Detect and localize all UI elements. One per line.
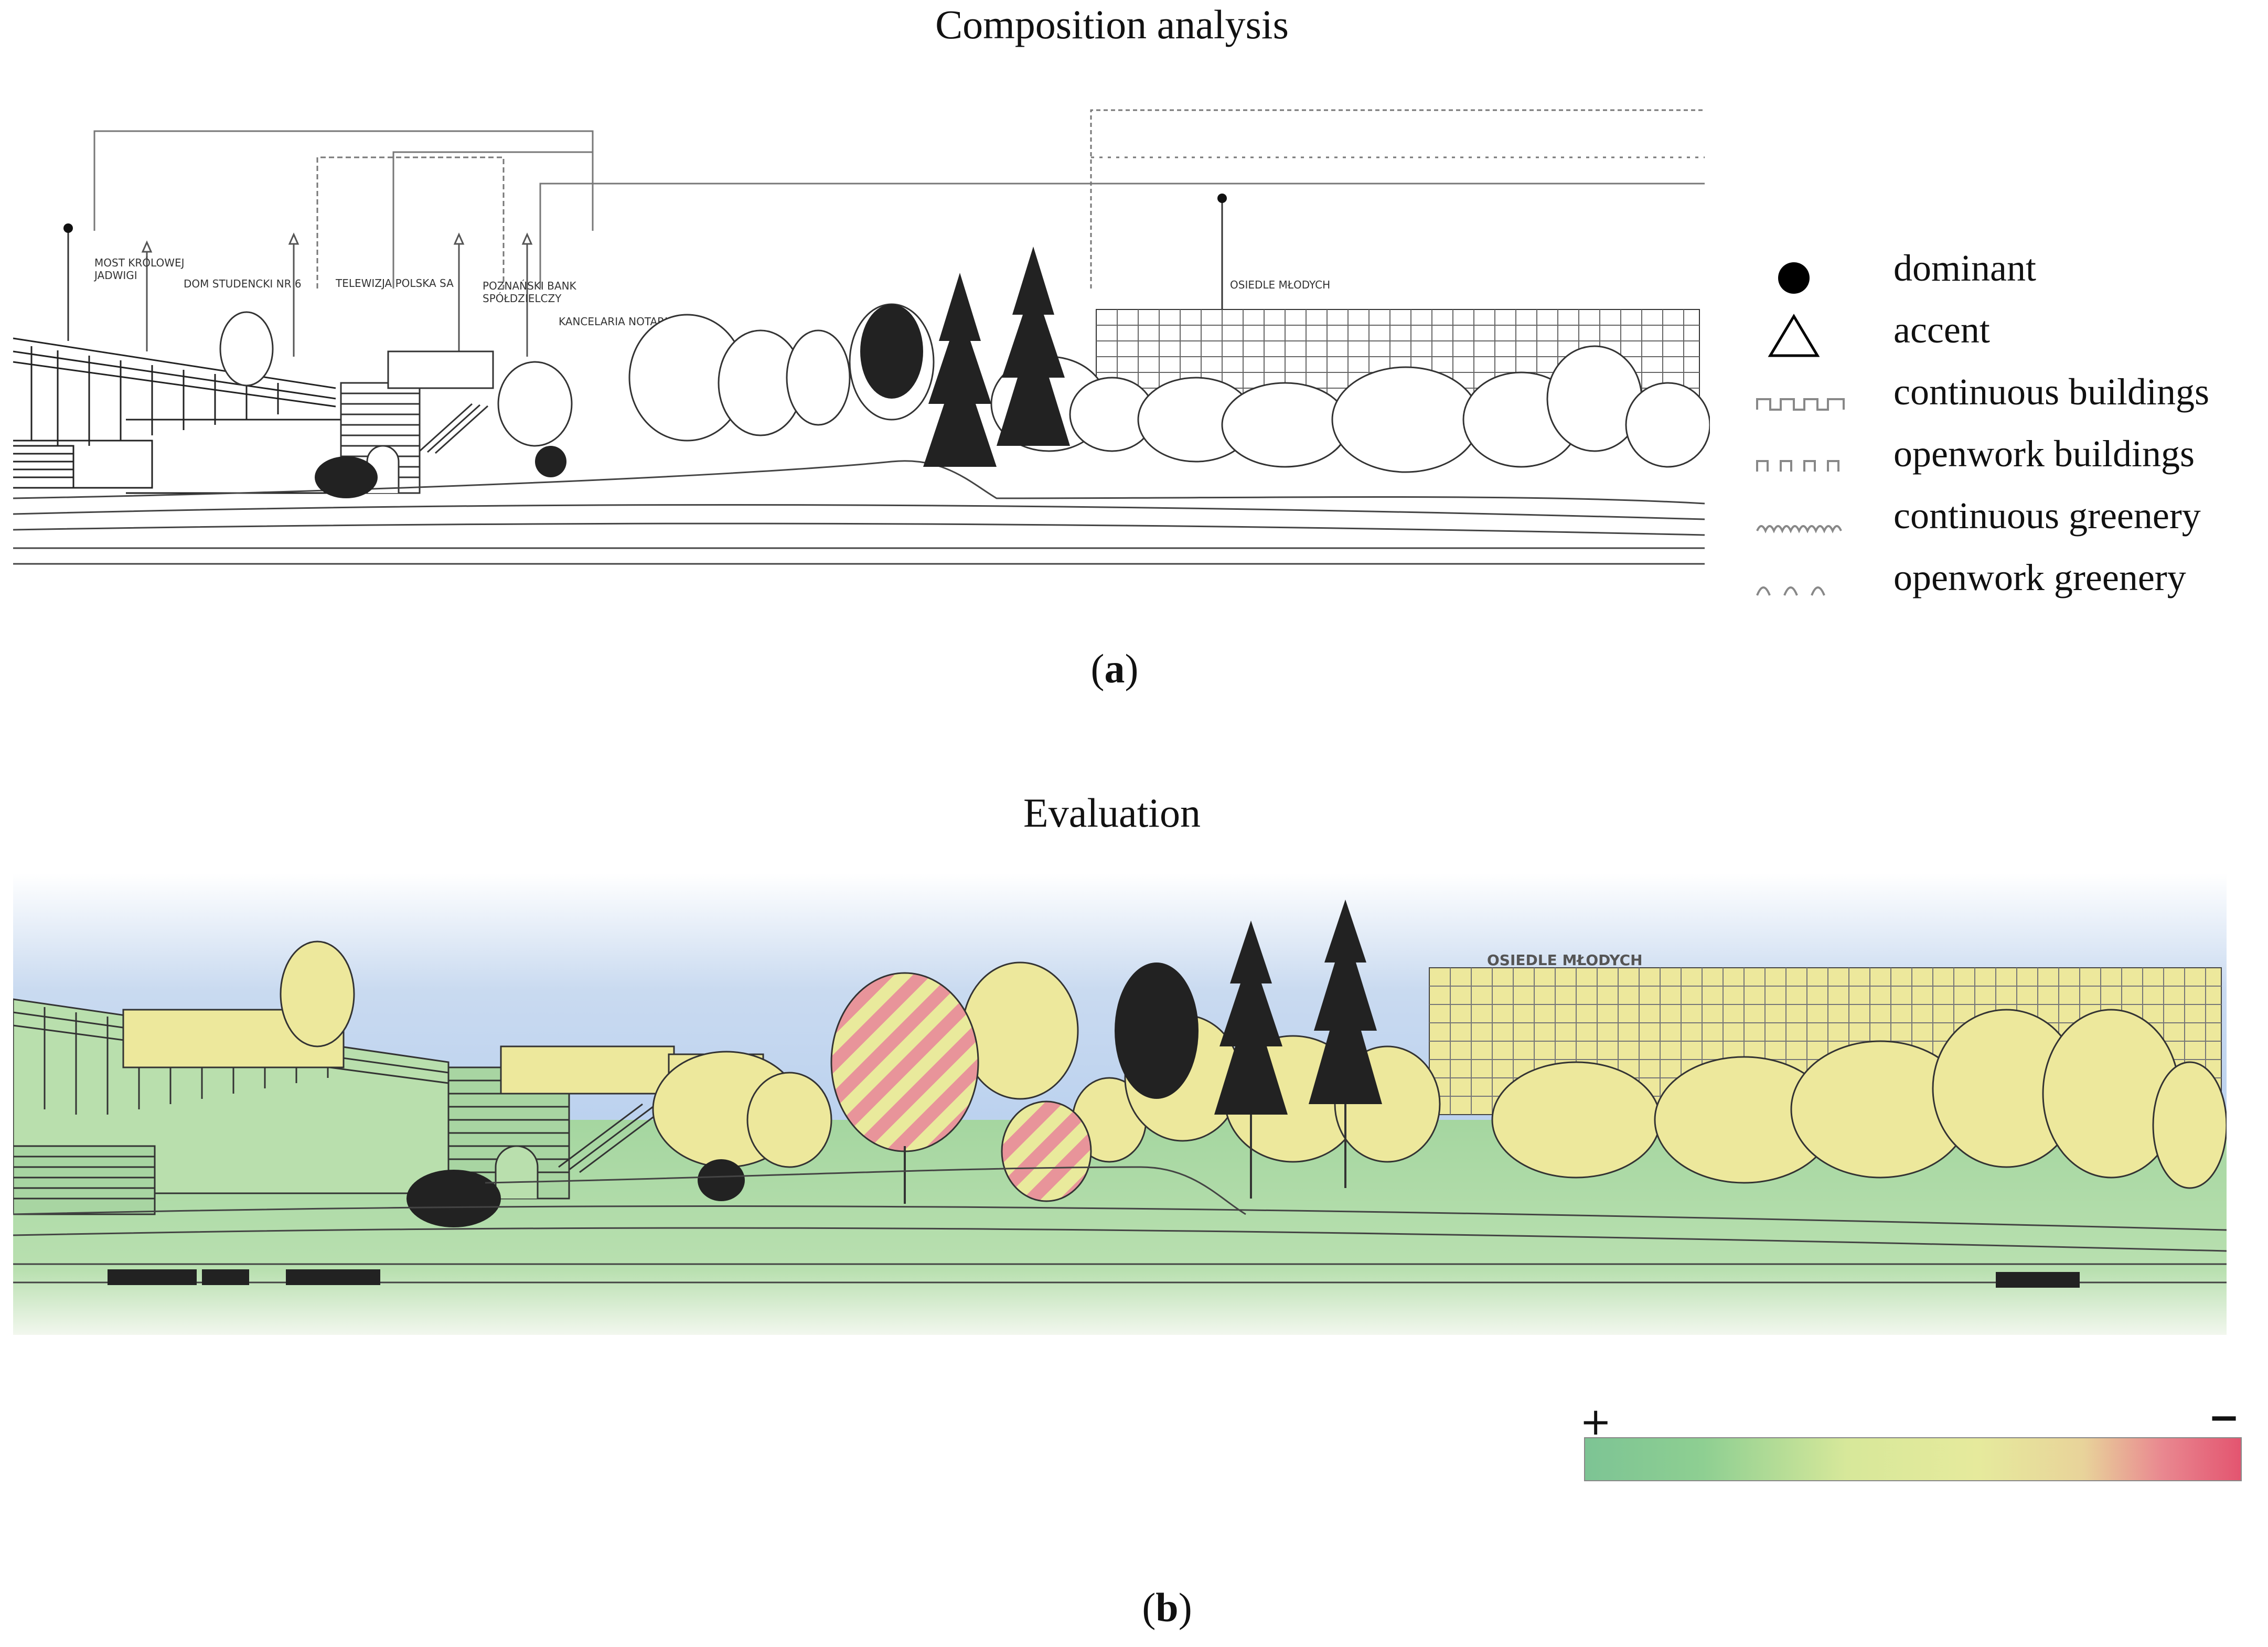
evaluation-panel: OSIEDLE MŁODYCH xyxy=(13,873,2227,1335)
scale-gradient-bar xyxy=(1584,1437,2242,1481)
composition-analysis-title: Composition analysis xyxy=(935,2,1289,47)
evaluation-title: Evaluation xyxy=(1023,790,1201,836)
label-telewizja: TELEWIZJA POLSKA SA xyxy=(335,277,454,290)
legend-item-accent: accent xyxy=(1752,303,2268,361)
legend-item-dominant: dominant xyxy=(1752,241,2268,299)
legend-label: accent xyxy=(1893,309,1990,351)
dominant-icon xyxy=(1778,262,1810,294)
evaluation-scale xyxy=(1584,1437,2242,1484)
accent-icon xyxy=(1768,314,1820,357)
legend-label: dominant xyxy=(1893,247,2036,289)
label-osiedle-a: OSIEDLE MŁODYCH xyxy=(1230,279,1330,291)
caption-b: (b) xyxy=(1142,1585,1192,1630)
legend-item-openwork-greenery: openwork greenery xyxy=(1752,551,2268,608)
continuous-buildings-icon xyxy=(1756,398,1845,411)
legend-item-continuous-greenery: continuous greenery xyxy=(1752,489,2268,547)
openwork-buildings-icon xyxy=(1756,460,1839,472)
legend-item-continuous-buildings: continuous buildings xyxy=(1752,365,2268,423)
continuous-greenery-icon xyxy=(1756,525,1842,533)
dominant-marker-2 xyxy=(1217,194,1227,203)
legend-label: continuous buildings xyxy=(1893,371,2210,413)
scale-minus-label: − xyxy=(2208,1395,2240,1439)
caption-b-letter: b xyxy=(1156,1585,1179,1630)
trees-negative xyxy=(830,972,1092,1202)
label-dom-studencki: DOM STUDENCKI NR 6 xyxy=(184,277,302,290)
trees-outline xyxy=(219,303,1710,473)
bridge-drawing xyxy=(13,337,342,494)
legend-item-openwork-buildings: openwork buildings xyxy=(1752,427,2268,485)
caption-a-letter: a xyxy=(1104,646,1125,691)
label-spoldzielczy: SPÓŁDZIELCZY xyxy=(483,292,562,305)
label-jadwigi: JADWIGI xyxy=(93,269,137,282)
composition-analysis-panel: MOST KRÓLOWEJ JADWIGI DOM STUDENCKI NR 6… xyxy=(13,109,1710,565)
label-poznanski-bank: POZNAŃSKI BANK xyxy=(483,280,577,292)
scale-plus-label: + xyxy=(1580,1399,1612,1443)
caption-a: (a) xyxy=(1090,646,1139,691)
label-osiedle-b: OSIEDLE MŁODYCH xyxy=(1487,951,1643,969)
legend-label: openwork buildings xyxy=(1893,433,2195,475)
label-most: MOST KRÓLOWEJ xyxy=(94,256,185,269)
legend-label: continuous greenery xyxy=(1893,495,2201,537)
openwork-greenery-icon xyxy=(1756,586,1825,596)
legend-label: openwork greenery xyxy=(1893,557,2186,598)
dominant-marker-1 xyxy=(63,223,73,233)
